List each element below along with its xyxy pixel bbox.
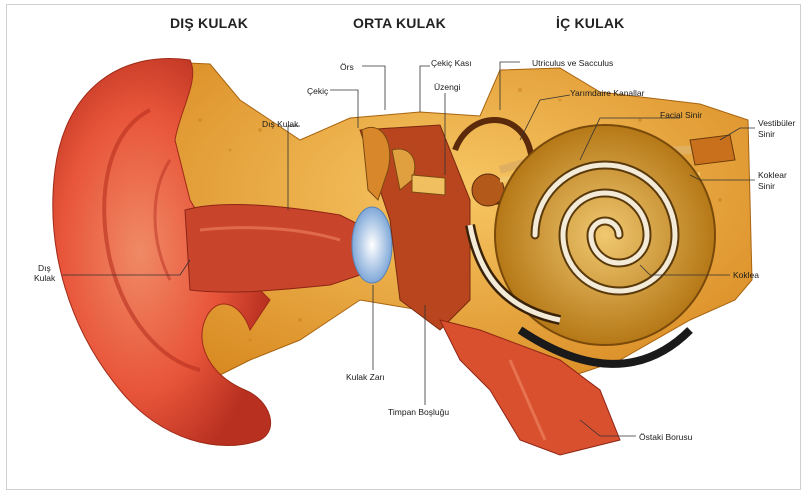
label-ostaki: Östaki Borusu [639, 432, 692, 442]
label-facial: Facial Sinir [660, 110, 702, 120]
label-ors: Örs [340, 62, 354, 72]
heading-middle-ear: ORTA KULAK [353, 15, 446, 31]
label-utriculus: Utriculus ve Sacculus [532, 58, 613, 68]
eardrum [352, 207, 392, 283]
label-vestibuler-1: Vestibüler [758, 118, 795, 128]
label-cekic: Çekiç [307, 86, 328, 96]
label-cekic-kasi: Çekiç Kası [431, 58, 472, 68]
vestibular-nerve-tip [690, 135, 735, 165]
stapes [412, 175, 445, 195]
label-koklear-1: Koklear [758, 170, 787, 180]
label-koklea: Koklea [733, 270, 759, 280]
label-yarimdaire: Yarımdaire Kanallar [570, 88, 645, 98]
ear-canal [185, 205, 360, 293]
label-dis-kulak-left-1: Dış [38, 263, 51, 273]
label-koklear-2: Sinir [758, 181, 775, 191]
label-kulak-zari: Kulak Zarı [346, 372, 385, 382]
heading-outer-ear: DIŞ KULAK [170, 15, 248, 31]
label-dis-kulak-canal: Dış Kulak [262, 119, 298, 129]
label-vestibuler-2: Sinir [758, 129, 775, 139]
label-uzengi: Üzengi [434, 82, 460, 92]
label-timpan: Timpan Boşluğu [388, 407, 449, 417]
vestibule [472, 174, 504, 206]
label-dis-kulak-left-2: Kulak [34, 273, 55, 283]
heading-inner-ear: İÇ KULAK [556, 15, 624, 31]
